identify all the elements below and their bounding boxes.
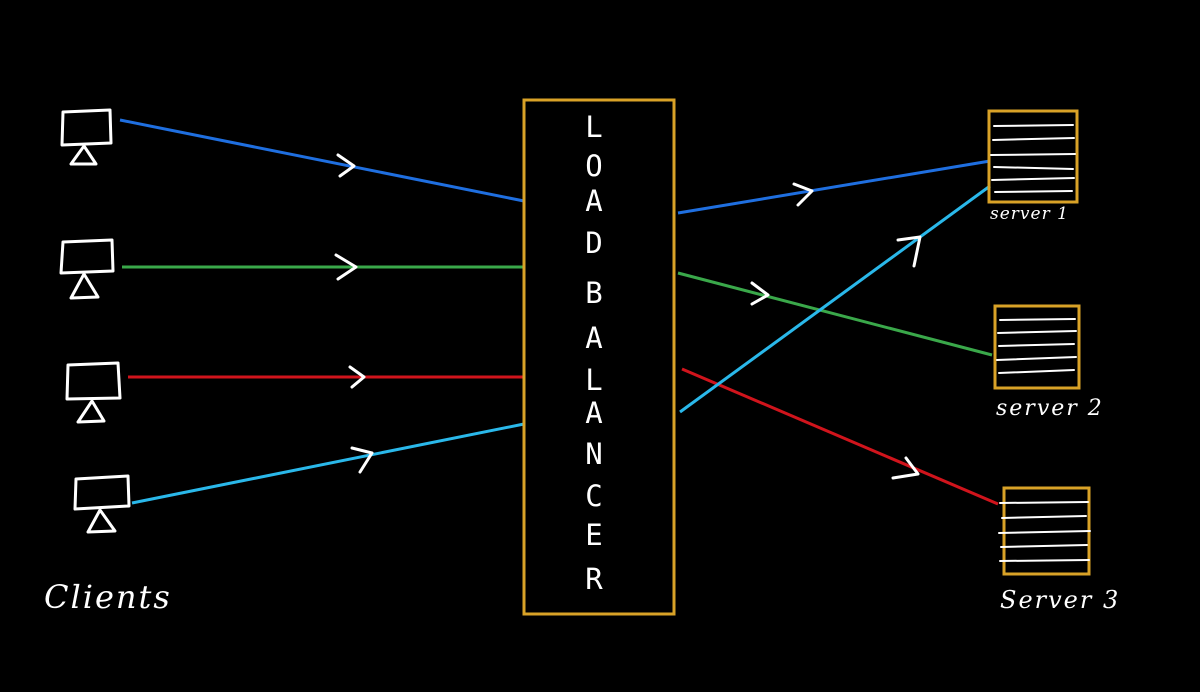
load-balancer-letter: L [585, 110, 603, 144]
load-balancer-letter: A [585, 321, 603, 355]
server1-to-lb-return-line [679, 184, 991, 414]
client1-to-lb-line [119, 118, 525, 203]
arrowhead-icon [750, 281, 770, 306]
load-balancer-letter: R [585, 562, 603, 596]
arrowhead-icon [792, 182, 814, 207]
server-3-label: Server 3 [1000, 586, 1121, 614]
server-1-label: server 1 [990, 204, 1069, 224]
load-balancer-letter: C [585, 479, 603, 513]
server-2-icon [993, 304, 1081, 390]
load-balancer-letter: B [585, 276, 603, 310]
load-balancer-letter: A [585, 184, 603, 218]
arrowhead-icon [334, 253, 358, 281]
arrowhead-icon [336, 153, 356, 178]
load-balancer-letter: N [585, 437, 603, 471]
arrowhead-icon [896, 235, 922, 268]
client-monitor-icon-4 [73, 474, 131, 534]
server-1-icon [987, 109, 1079, 204]
arrowhead-icon [348, 365, 366, 389]
load-balancer-letter: D [585, 226, 603, 260]
load-balancer-letter: L [585, 363, 603, 397]
lb-to-server2-line [677, 271, 993, 357]
server-2-label: server 2 [996, 396, 1104, 421]
client4-to-lb-line [131, 422, 525, 505]
client-monitor-icon-1 [60, 108, 113, 166]
arrowhead-icon [891, 456, 920, 480]
load-balancer-letter: A [585, 396, 603, 430]
lb-to-server3-line [681, 367, 999, 506]
server-3-icon [998, 486, 1091, 576]
client-monitor-icon-3 [65, 361, 122, 424]
clients-label: Clients [44, 578, 172, 616]
load-balancer-letter: O [585, 149, 603, 183]
arrowhead-icon [350, 446, 374, 474]
load-balancer-box [522, 98, 676, 616]
client-monitor-icon-2 [59, 238, 115, 300]
lb-to-server1-line [677, 159, 991, 215]
load-balancer-letter: E [585, 518, 603, 552]
